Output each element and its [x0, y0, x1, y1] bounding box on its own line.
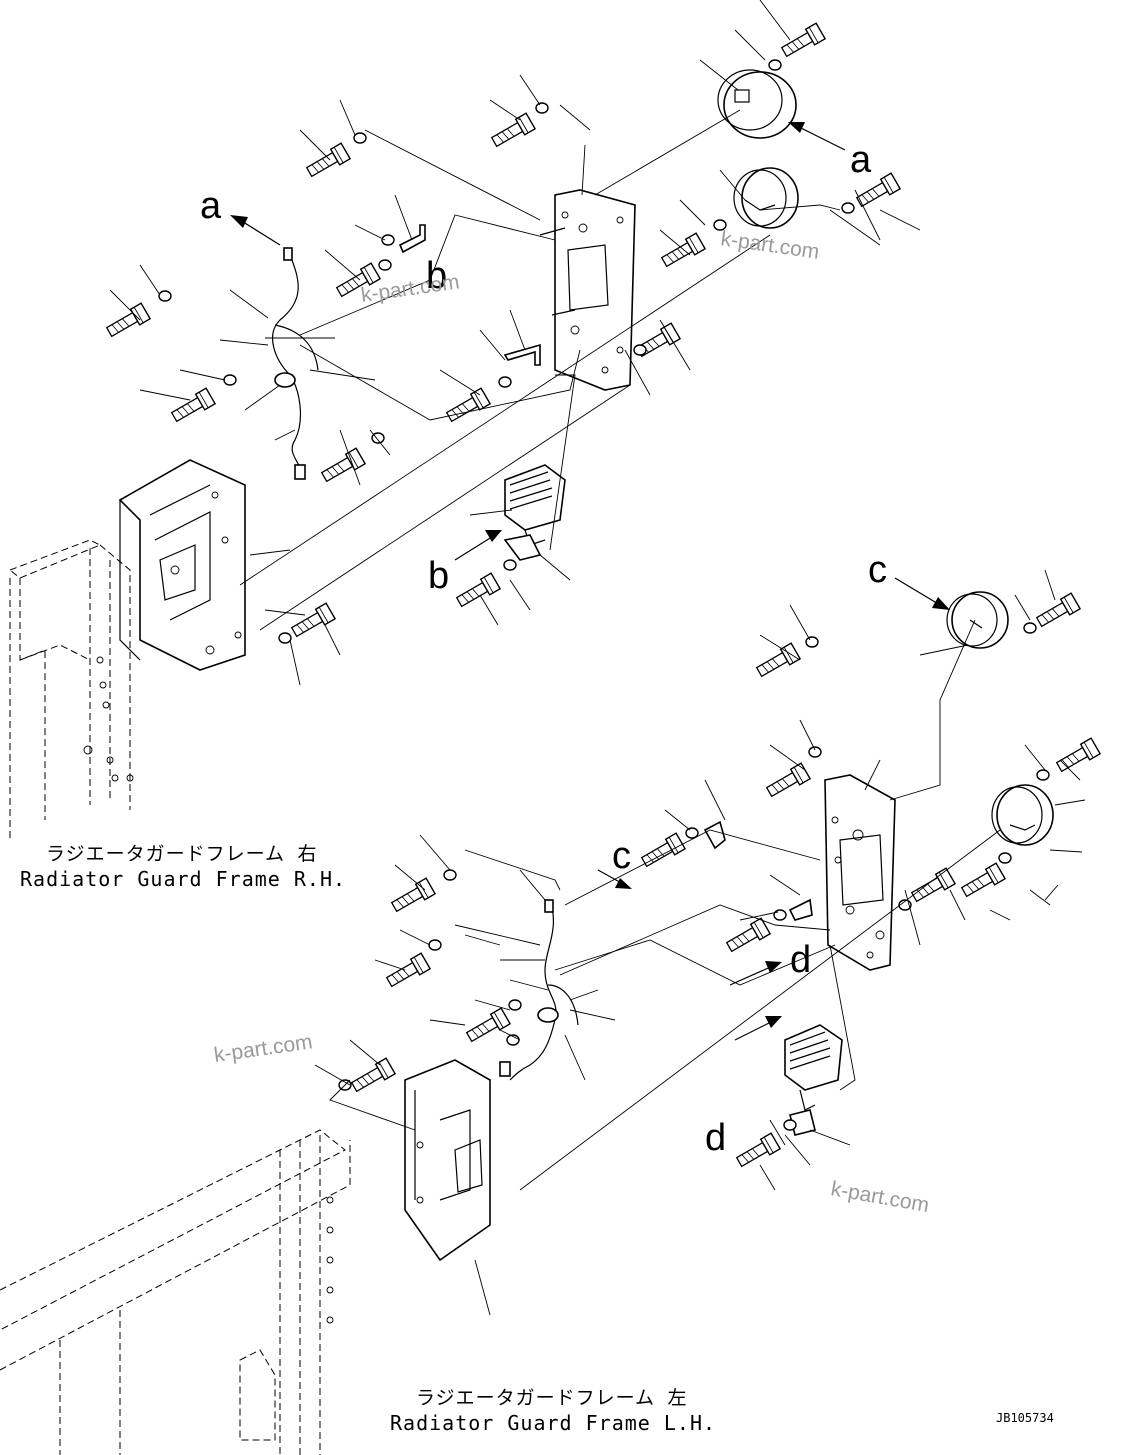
washer-18 [1036, 769, 1050, 781]
washer-27 [783, 1119, 797, 1131]
washer-25 [773, 909, 787, 921]
document-id: JB105734 [996, 1411, 1054, 1425]
washer-12 [841, 202, 855, 214]
caption-lh-english: Radiator Guard Frame L.H. [390, 1411, 716, 1435]
washer-14 [278, 632, 292, 644]
assembly-lines [239, 109, 1001, 1191]
bolt-16 [765, 762, 812, 798]
bolt-12 [455, 572, 502, 608]
work-lamp-upper [504, 464, 566, 546]
washer-1 [768, 59, 782, 71]
callout-c-upper: c [868, 549, 887, 591]
bolt-24 [725, 917, 772, 953]
bolt-3 [305, 142, 352, 178]
bolt-21 [390, 877, 437, 913]
bolt-4 [105, 302, 152, 338]
washer-21 [998, 852, 1012, 864]
washer-4 [158, 290, 172, 302]
bolt-26 [735, 1132, 782, 1168]
washer-3 [353, 132, 367, 144]
bolt-5 [335, 262, 382, 298]
washer-15 [805, 636, 819, 648]
radiator-frame-lh-outline [0, 1129, 351, 1455]
washer-5 [381, 234, 395, 246]
washer-19 [685, 827, 699, 839]
caption-lh-japanese: ラジエータガードフレーム 左 [416, 1387, 688, 1409]
washer-23 [428, 939, 442, 951]
washer-24 [508, 999, 522, 1011]
bolts-and-washers [105, 22, 1102, 1168]
bolt-17 [1055, 737, 1102, 773]
callout-d-upper: d [790, 939, 811, 981]
bolt-15 [1035, 592, 1082, 628]
radiator-frame-rh-outline [9, 539, 134, 840]
bolt-13 [290, 602, 337, 638]
caption-rh-english: Radiator Guard Frame R.H. [20, 867, 346, 891]
bolt-25 [350, 1057, 397, 1093]
round-lamp-upper-1 [717, 69, 797, 139]
washer-13 [503, 559, 517, 571]
callout-b-upper: b [426, 255, 447, 297]
callout-a-upper-left: a [200, 185, 222, 227]
callout-a-upper-right: a [850, 139, 872, 181]
upper-mounting-plate [539, 189, 636, 391]
callout-c-lower: c [612, 835, 631, 877]
callout-d-lower: d [705, 1117, 726, 1159]
bolt-14 [755, 642, 802, 678]
washer-2 [535, 102, 549, 114]
bolt-11 [855, 172, 902, 208]
washer-6 [378, 259, 392, 271]
caption-rh-japanese: ラジエータガードフレーム 右 [46, 843, 318, 865]
bolt-9 [660, 232, 707, 268]
bolt-2 [490, 112, 537, 148]
round-lamp-lower-1 [946, 591, 1009, 649]
bolt-7 [170, 387, 217, 423]
bolt-1 [780, 22, 827, 58]
watermark-3: k-part.com [212, 1030, 313, 1067]
washer-16 [1023, 622, 1037, 634]
wiring-harness-lower [499, 899, 579, 1081]
wiring-harness-upper [271, 247, 319, 480]
bolt-20 [960, 862, 1007, 898]
bolt-19 [910, 867, 957, 903]
callout-b-lower: b [428, 555, 449, 597]
bolt-22 [385, 952, 432, 988]
washer-11 [633, 344, 647, 356]
bolt-18 [640, 832, 687, 868]
bolt-6 [445, 387, 492, 423]
work-lamp-lower [784, 1024, 843, 1111]
round-lamp-lower-2 [991, 784, 1054, 846]
lh-lamp-bracket [404, 1059, 491, 1262]
bolt-23 [465, 1007, 512, 1043]
washer-8 [223, 374, 237, 386]
small-brackets [398, 224, 816, 1136]
washer-9 [371, 432, 385, 444]
round-lamp-upper-2 [733, 167, 799, 229]
washer-10 [713, 219, 727, 231]
washer-22 [443, 869, 457, 881]
leader-lines [109, 0, 1086, 1316]
watermark-4: k-part.com [829, 1177, 931, 1217]
lower-mounting-plate [824, 774, 896, 971]
washer-7 [498, 376, 512, 388]
bolt-8 [320, 447, 367, 483]
callout-arrows [230, 122, 950, 1041]
rh-lamp-bracket [118, 459, 246, 671]
washer-17 [808, 746, 822, 758]
